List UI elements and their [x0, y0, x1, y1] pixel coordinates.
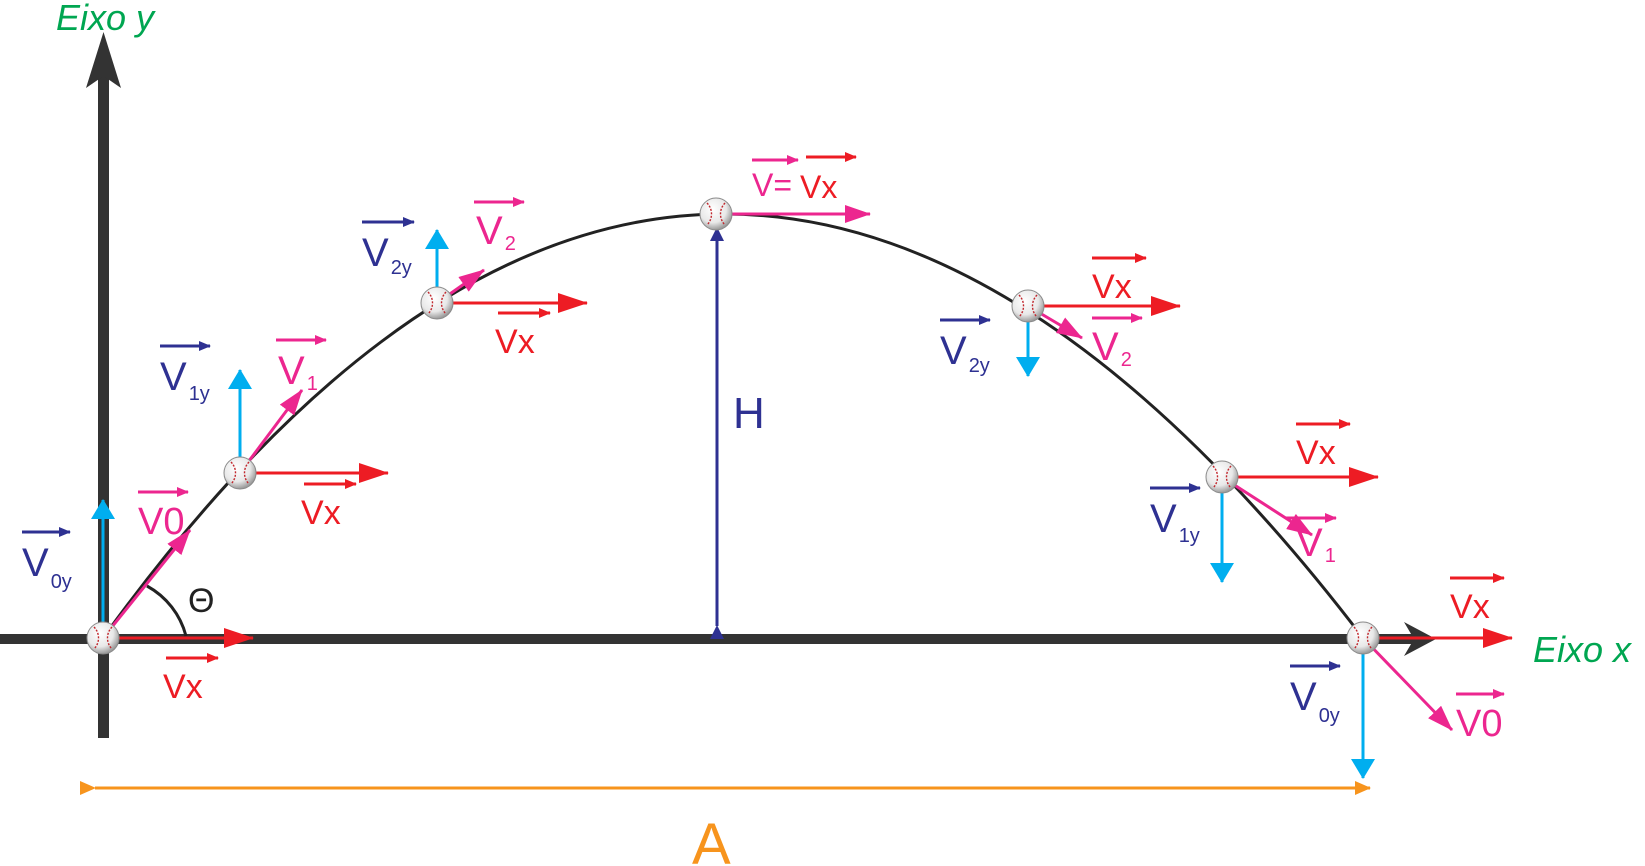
svg-text:V2: V2	[476, 209, 516, 255]
falling-point-1	[1205, 460, 1379, 583]
launch-point	[86, 499, 254, 655]
v1-arrow-falling	[1221, 475, 1313, 537]
svg-text:V0y: V0y	[22, 541, 72, 593]
vx-label-2: Vx	[495, 308, 551, 361]
svg-text:V=: V=	[752, 167, 792, 203]
vx-label-4: Vx	[1296, 419, 1351, 472]
vx-label-0: Vx	[163, 653, 219, 706]
ball-apex	[699, 197, 733, 231]
vx-label-1: Vx	[301, 479, 357, 532]
svg-text:Vx: Vx	[1092, 268, 1132, 306]
y-axis-arrowhead	[86, 32, 121, 88]
svg-text:V1y: V1y	[1150, 497, 1200, 547]
v0-arrow-end	[1361, 636, 1454, 732]
v0-arrow-start	[101, 529, 192, 639]
ball-5	[1346, 621, 1380, 655]
ball-3	[1011, 289, 1045, 323]
vx-label-3: Vx	[1092, 253, 1147, 306]
height-label: H	[733, 389, 765, 438]
falling-point-2	[1011, 289, 1181, 377]
svg-text:Vx: Vx	[163, 668, 203, 706]
v0-label-start: V0	[138, 487, 189, 543]
rising-point-1	[223, 369, 389, 490]
launch-angle-arc	[146, 584, 188, 637]
svg-text:Vx: Vx	[1296, 434, 1336, 472]
svg-text:Vx: Vx	[1450, 588, 1490, 626]
apex-velocity-label: V= Vx	[752, 152, 857, 205]
svg-text:V1: V1	[1296, 521, 1336, 567]
svg-text:Vx: Vx	[301, 494, 341, 532]
range-label: A	[692, 812, 731, 866]
svg-text:Vx: Vx	[495, 323, 535, 361]
rising-point-2	[420, 229, 588, 320]
angle-label: Θ	[188, 582, 214, 620]
svg-text:V1: V1	[278, 349, 318, 395]
svg-text:V2y: V2y	[940, 329, 990, 377]
ball-2	[420, 286, 454, 320]
vx-label-5: Vx	[1450, 573, 1505, 626]
v0-label-end: V0	[1456, 689, 1505, 745]
v1-arrow-rising	[238, 389, 304, 474]
ball-1	[223, 456, 257, 490]
svg-text:V1y: V1y	[160, 355, 210, 405]
y-axis	[86, 32, 121, 738]
y-axis-label: Eixo y	[56, 0, 156, 38]
svg-text:V0y: V0y	[1290, 675, 1340, 727]
ball-0	[86, 621, 120, 655]
svg-text:V0: V0	[138, 501, 185, 543]
landing-point	[1346, 621, 1513, 779]
svg-text:V2: V2	[1092, 325, 1132, 371]
ball-4	[1205, 460, 1239, 494]
apex-point	[699, 197, 871, 231]
x-axis-label: Eixo x	[1533, 629, 1633, 670]
svg-text:V2y: V2y	[362, 231, 412, 279]
svg-text:Vx: Vx	[800, 169, 837, 205]
svg-text:V0: V0	[1456, 703, 1503, 745]
